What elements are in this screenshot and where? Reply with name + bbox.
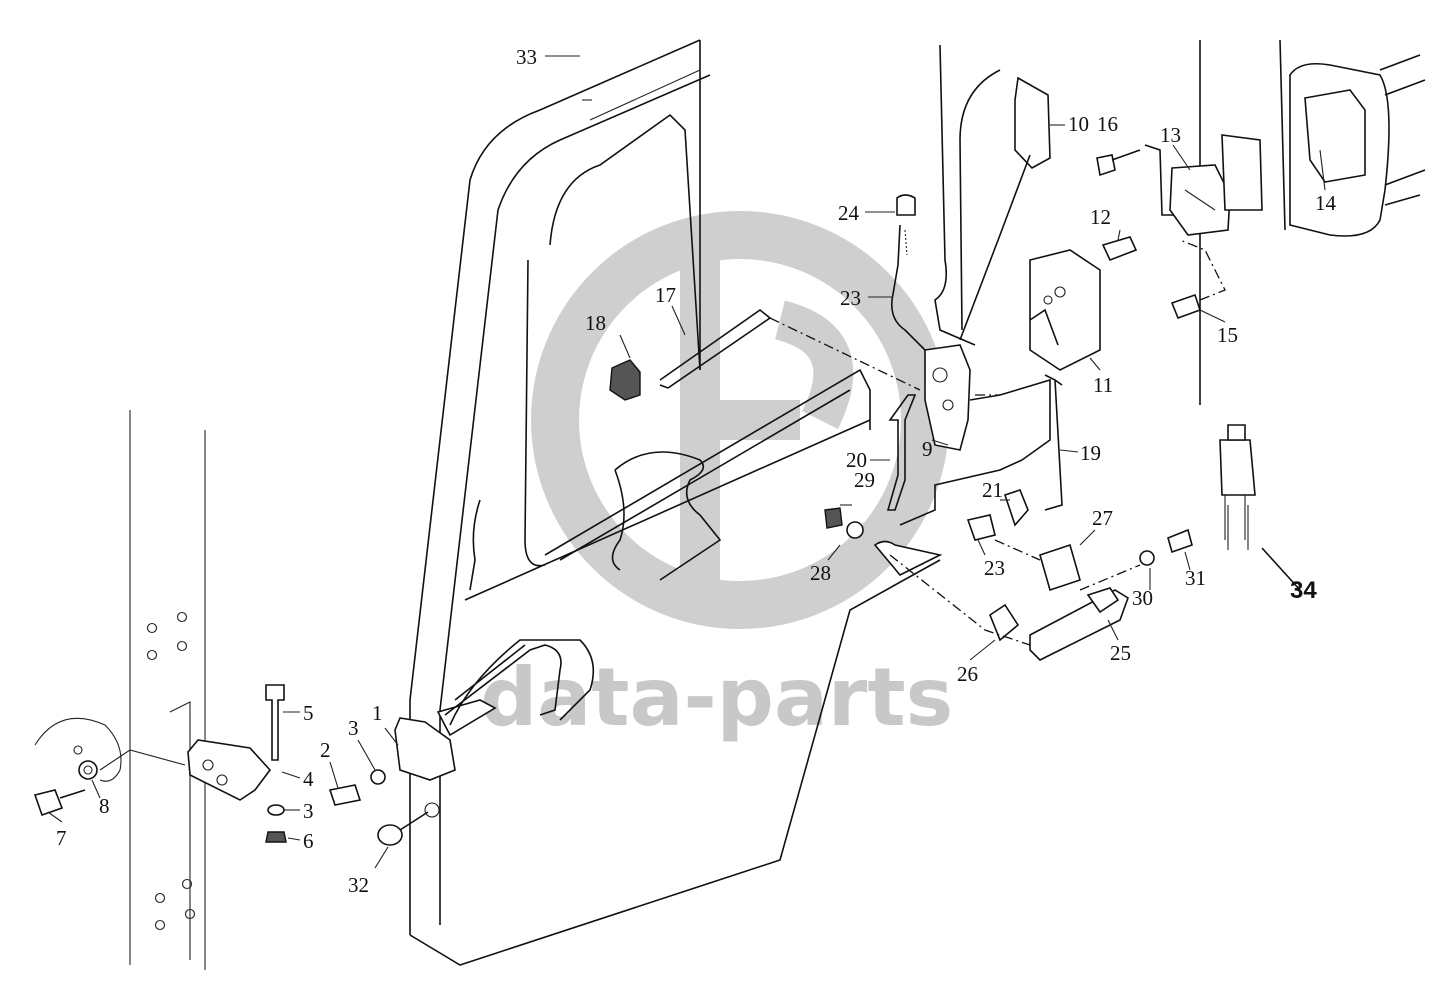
watermark: data-parts xyxy=(480,211,953,744)
callout-18: 18 xyxy=(585,311,606,335)
callout-16: 16 xyxy=(1097,112,1118,136)
actuator-34 xyxy=(1219,424,1256,550)
gasket-27 xyxy=(1039,543,1081,592)
callout-8: 8 xyxy=(99,794,110,818)
leader-lines xyxy=(47,55,1326,869)
callout-10: 10 xyxy=(1068,112,1089,136)
bolt-12 xyxy=(1101,236,1138,262)
watermark-logo-mark xyxy=(680,260,854,580)
clip-18 xyxy=(609,359,641,401)
striker-parts xyxy=(959,76,1366,371)
callout-30: 30 xyxy=(1132,586,1153,610)
outside-door-handle-left xyxy=(377,639,595,846)
callout-26: 26 xyxy=(957,662,978,686)
callout-25: 25 xyxy=(1110,641,1131,665)
callout-31: 31 xyxy=(1185,566,1206,590)
callout-2: 2 xyxy=(320,738,331,762)
watermark-logo xyxy=(531,211,949,629)
outside-handle-25 xyxy=(824,507,1193,661)
hinge-bracket xyxy=(187,739,272,801)
door-lock xyxy=(924,344,971,451)
plate-14 xyxy=(1304,89,1366,183)
callout-11: 11 xyxy=(1093,373,1113,397)
callout-9: 9 xyxy=(922,437,933,461)
assembly-lines xyxy=(769,317,1141,646)
rod-17 xyxy=(609,309,772,401)
callout-labels: 33 24 23 17 18 10 16 13 14 12 15 11 19 9… xyxy=(56,45,1337,897)
callout-14: 14 xyxy=(1315,191,1337,215)
callout-13: 13 xyxy=(1160,123,1181,147)
callout-17: 17 xyxy=(655,283,676,307)
callout-21: 21 xyxy=(982,478,1003,502)
door-panel xyxy=(409,39,941,966)
callout-1: 1 xyxy=(372,701,383,725)
hinge-pin-bolt xyxy=(265,684,285,761)
callout-3b: 3 xyxy=(303,799,314,823)
callout-15: 15 xyxy=(1217,323,1238,347)
callout-12: 12 xyxy=(1090,205,1111,229)
callout-29: 29 xyxy=(854,468,875,492)
callout-3a: 3 xyxy=(348,716,359,740)
callout-4: 4 xyxy=(303,767,314,791)
callout-28: 28 xyxy=(810,561,831,585)
callout-7: 7 xyxy=(56,826,67,850)
callout-23b: 23 xyxy=(984,556,1005,580)
button-knob xyxy=(896,194,916,216)
bolt-31 xyxy=(1167,528,1193,554)
callout-24: 24 xyxy=(838,201,860,225)
callout-6: 6 xyxy=(303,829,314,853)
callout-19: 19 xyxy=(1080,441,1101,465)
hinge-pillar xyxy=(34,410,206,970)
gasket-26 xyxy=(989,603,1020,642)
callout-34: 34 xyxy=(1290,577,1317,604)
lock-mechanism xyxy=(886,194,1063,541)
callout-33: 33 xyxy=(516,45,537,69)
bolt-15 xyxy=(1170,293,1202,320)
watermark-text: data-parts xyxy=(480,651,953,744)
striker-block-11 xyxy=(1029,249,1101,371)
bolt-16 xyxy=(1096,154,1116,177)
callout-5: 5 xyxy=(303,701,314,725)
callout-27: 27 xyxy=(1092,506,1113,530)
striker-bracket-10 xyxy=(1014,76,1051,170)
hinge-assembly xyxy=(33,684,497,843)
door-hinge-half xyxy=(394,717,456,781)
callout-32: 32 xyxy=(348,873,369,897)
callout-20: 20 xyxy=(846,448,867,472)
callout-23a: 23 xyxy=(840,286,861,310)
